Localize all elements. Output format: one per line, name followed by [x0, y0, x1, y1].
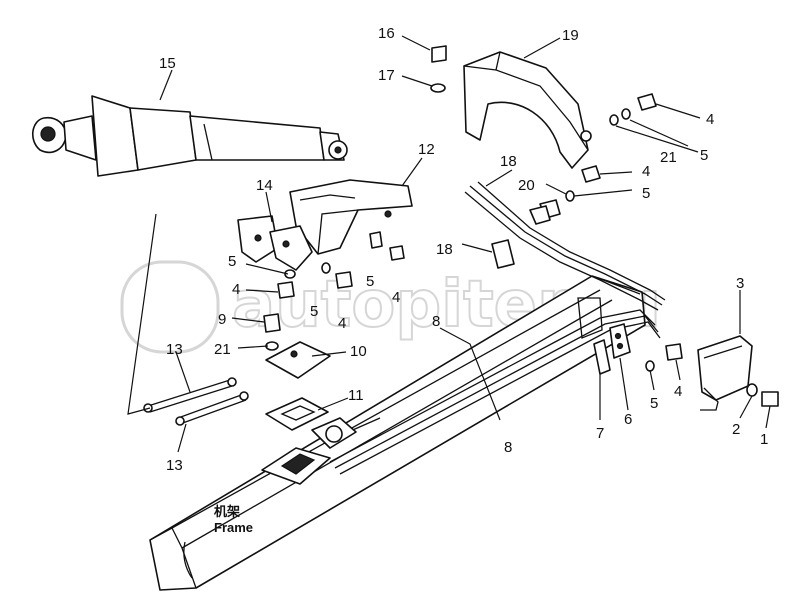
frame-label: 机架 Frame	[214, 504, 253, 535]
label-5f: 5	[650, 395, 658, 412]
label-4e: 4	[392, 289, 400, 306]
frame-label-en: Frame	[214, 520, 253, 535]
hydraulic-cylinder	[32, 95, 348, 177]
label-4a: 4	[706, 111, 714, 128]
frame-label-cn: 机架	[214, 504, 240, 519]
label-14: 14	[256, 177, 273, 194]
label-10: 10	[350, 343, 367, 360]
label-19: 19	[562, 27, 579, 44]
label-13b: 13	[166, 457, 183, 474]
label-9: 9	[218, 311, 226, 328]
label-8a: 8	[432, 313, 440, 330]
fasteners	[263, 45, 779, 407]
label-8b: 8	[504, 439, 512, 456]
label-21b: 21	[214, 341, 231, 358]
label-5b: 5	[642, 185, 650, 202]
mount-plates	[261, 341, 357, 485]
label-5e: 5	[366, 273, 374, 290]
label-6: 6	[624, 411, 632, 428]
label-13a: 13	[166, 341, 183, 358]
label-12: 12	[418, 141, 435, 158]
label-17: 17	[378, 67, 395, 84]
label-4f: 4	[674, 383, 682, 400]
item-labels: 15 16 17 19 4 5 21 12 18 4 20 5 14 5 4 5…	[159, 25, 768, 474]
label-20: 20	[518, 177, 535, 194]
label-2: 2	[732, 421, 740, 438]
label-5a: 5	[700, 147, 708, 164]
leader-lines	[127, 35, 771, 453]
label-5c: 5	[228, 253, 236, 270]
label-3: 3	[736, 275, 744, 292]
label-18a: 18	[500, 153, 517, 170]
label-15: 15	[159, 55, 176, 72]
label-4b: 4	[642, 163, 650, 180]
hoses	[143, 377, 249, 426]
label-7: 7	[596, 425, 604, 442]
label-5d: 5	[310, 303, 318, 320]
label-1: 1	[760, 431, 768, 448]
label-4c: 4	[232, 281, 240, 298]
label-4d: 4	[338, 315, 346, 332]
cover-plate	[463, 51, 592, 169]
clamp-parts	[593, 323, 631, 375]
label-11: 11	[348, 387, 364, 404]
plate	[697, 335, 753, 411]
bracket-assembly	[237, 179, 413, 271]
label-18b: 18	[436, 241, 453, 258]
label-21a: 21	[660, 149, 677, 166]
label-16: 16	[378, 25, 395, 42]
